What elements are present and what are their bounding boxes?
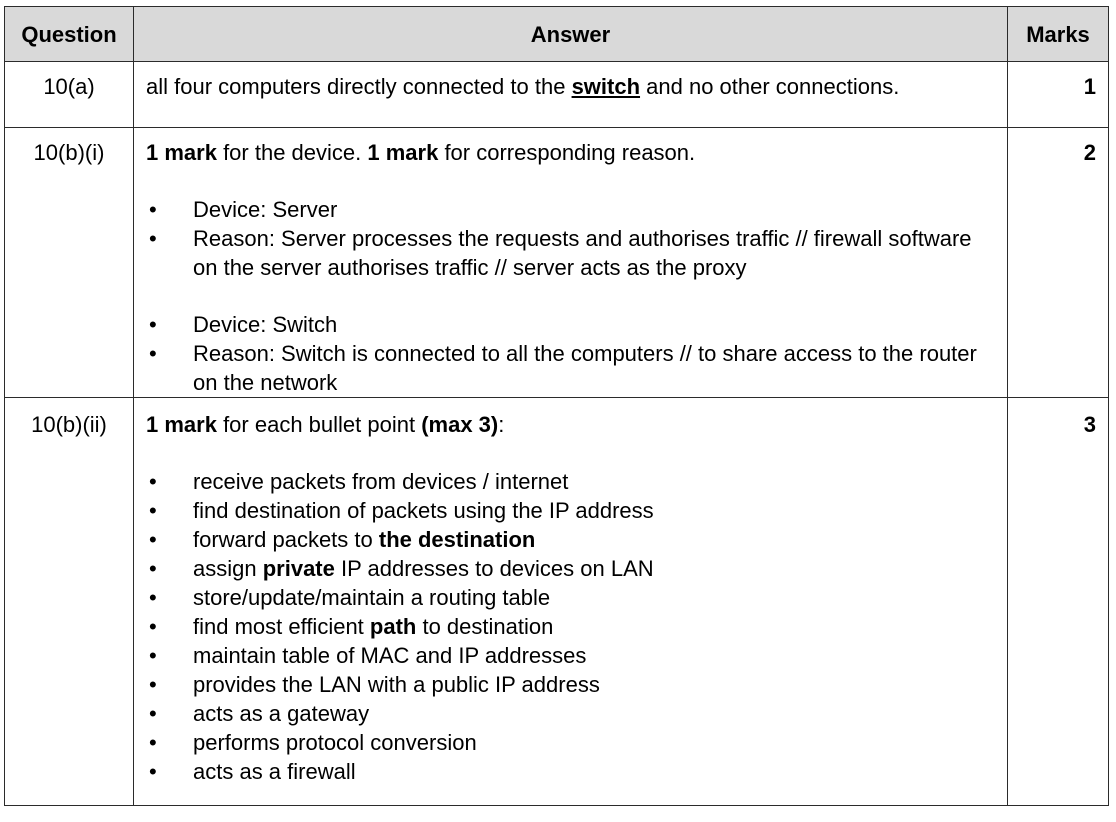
mark-label: 1 mark bbox=[367, 140, 439, 165]
bullet-icon: • bbox=[149, 701, 157, 726]
bullet-text: acts as a firewall bbox=[193, 759, 356, 784]
bullet-text: receive packets from devices / internet bbox=[193, 469, 569, 494]
bullet-icon: • bbox=[149, 730, 157, 755]
bullet-keyword: path bbox=[369, 614, 417, 639]
mark-label: 1 mark bbox=[146, 140, 217, 165]
list-item: • performs protocol conversion bbox=[146, 728, 997, 757]
bullet-icon: • bbox=[149, 643, 157, 668]
marking-instruction: 1 mark for the device. 1 mark for corres… bbox=[146, 138, 997, 167]
answer-text: all four computers directly connected to… bbox=[146, 74, 572, 99]
instruction-text: for corresponding reason. bbox=[438, 140, 696, 165]
list-item: • Device: Server bbox=[146, 195, 997, 224]
bullet-text: provides the LAN with a public IP addres… bbox=[193, 672, 600, 697]
bullet-text: Device: Server bbox=[193, 197, 338, 222]
list-item: • maintain table of MAC and IP addresses bbox=[146, 641, 997, 670]
question-number: 10(b)(i) bbox=[4, 127, 134, 398]
bullet-icon: • bbox=[149, 672, 157, 697]
instruction-text: for each bullet point bbox=[216, 412, 422, 437]
instruction-text: : bbox=[498, 412, 505, 437]
mark-label: (max 3) bbox=[421, 412, 499, 437]
marks-value: 1 bbox=[1007, 61, 1109, 128]
header-marks: Marks bbox=[1007, 6, 1109, 62]
bullet-icon: • bbox=[149, 341, 157, 366]
bullet-keyword: private bbox=[262, 556, 335, 581]
header-question: Question bbox=[4, 6, 134, 62]
bullet-icon: • bbox=[149, 527, 157, 552]
list-item: • forward packets to the destination bbox=[146, 525, 997, 554]
bullet-list: • receive packets from devices / internet… bbox=[146, 467, 997, 786]
list-item: • acts as a gateway bbox=[146, 699, 997, 728]
bullet-text: Reason: Switch is connected to all the c… bbox=[193, 341, 977, 395]
answer-keyword: switch bbox=[571, 74, 641, 99]
bullet-text: find destination of packets using the IP… bbox=[193, 498, 654, 523]
bullet-icon: • bbox=[149, 197, 157, 222]
list-item: • store/update/maintain a routing table bbox=[146, 583, 997, 612]
list-item: • acts as a firewall bbox=[146, 757, 997, 786]
list-item: • Device: Switch bbox=[146, 310, 997, 339]
bullet-icon: • bbox=[149, 226, 157, 251]
list-item: • find most efficient path to destination bbox=[146, 612, 997, 641]
bullet-text: performs protocol conversion bbox=[193, 730, 477, 755]
bullet-text: Reason: Server processes the requests an… bbox=[193, 226, 972, 280]
bullet-list: • Device: Server • Reason: Server processe… bbox=[146, 195, 997, 282]
list-item: • receive packets from devices / internet bbox=[146, 467, 997, 496]
bullet-icon: • bbox=[149, 614, 157, 639]
bullet-text: find most efficient bbox=[193, 614, 370, 639]
question-number: 10(b)(ii) bbox=[4, 397, 134, 806]
bullet-icon: • bbox=[149, 759, 157, 784]
list-item: • Reason: Server processes the requests a… bbox=[146, 224, 997, 282]
marks-value: 3 bbox=[1007, 397, 1109, 806]
bullet-text: store/update/maintain a routing table bbox=[193, 585, 551, 610]
bullet-text: to destination bbox=[416, 614, 554, 639]
answer-cell: all four computers directly connected to… bbox=[133, 61, 1008, 128]
answer-cell: 1 mark for the device. 1 mark for corres… bbox=[133, 127, 1008, 398]
instruction-text: for the device. bbox=[216, 140, 368, 165]
header-answer: Answer bbox=[133, 6, 1008, 62]
header-row: Question Answer Marks bbox=[4, 6, 1109, 62]
mark-label: 1 mark bbox=[146, 412, 217, 437]
mark-scheme-table: Question Answer Marks 10(a) all four com… bbox=[4, 6, 1109, 806]
bullet-icon: • bbox=[149, 469, 157, 494]
table-row: 10(b)(i) 1 mark for the device. 1 mark f… bbox=[4, 127, 1109, 398]
question-number: 10(a) bbox=[4, 61, 134, 128]
bullet-text: maintain table of MAC and IP addresses bbox=[193, 643, 587, 668]
marking-instruction: 1 mark for each bullet point (max 3): bbox=[146, 410, 997, 439]
list-item: • Reason: Switch is connected to all the … bbox=[146, 339, 997, 397]
bullet-text: Device: Switch bbox=[193, 312, 338, 337]
list-item: • assign private IP addresses to devices … bbox=[146, 554, 997, 583]
table-row: 10(a) all four computers directly connec… bbox=[4, 61, 1109, 128]
bullet-list: • Device: Switch • Reason: Switch is conne… bbox=[146, 310, 997, 397]
bullet-text: forward packets to bbox=[193, 527, 379, 552]
list-item: • provides the LAN with a public IP addre… bbox=[146, 670, 997, 699]
bullet-keyword: the destination bbox=[378, 527, 536, 552]
bullet-icon: • bbox=[149, 556, 157, 581]
marks-value: 2 bbox=[1007, 127, 1109, 398]
bullet-icon: • bbox=[149, 498, 157, 523]
bullet-icon: • bbox=[149, 312, 157, 337]
bullet-text: IP addresses to devices on LAN bbox=[334, 556, 654, 581]
answer-cell: 1 mark for each bullet point (max 3): • r… bbox=[133, 397, 1008, 806]
bullet-text: acts as a gateway bbox=[193, 701, 370, 726]
answer-text: and no other connections. bbox=[640, 74, 900, 99]
table-row: 10(b)(ii) 1 mark for each bullet point (… bbox=[4, 397, 1109, 806]
bullet-text: assign bbox=[193, 556, 263, 581]
list-item: • find destination of packets using the I… bbox=[146, 496, 997, 525]
bullet-icon: • bbox=[149, 585, 157, 610]
